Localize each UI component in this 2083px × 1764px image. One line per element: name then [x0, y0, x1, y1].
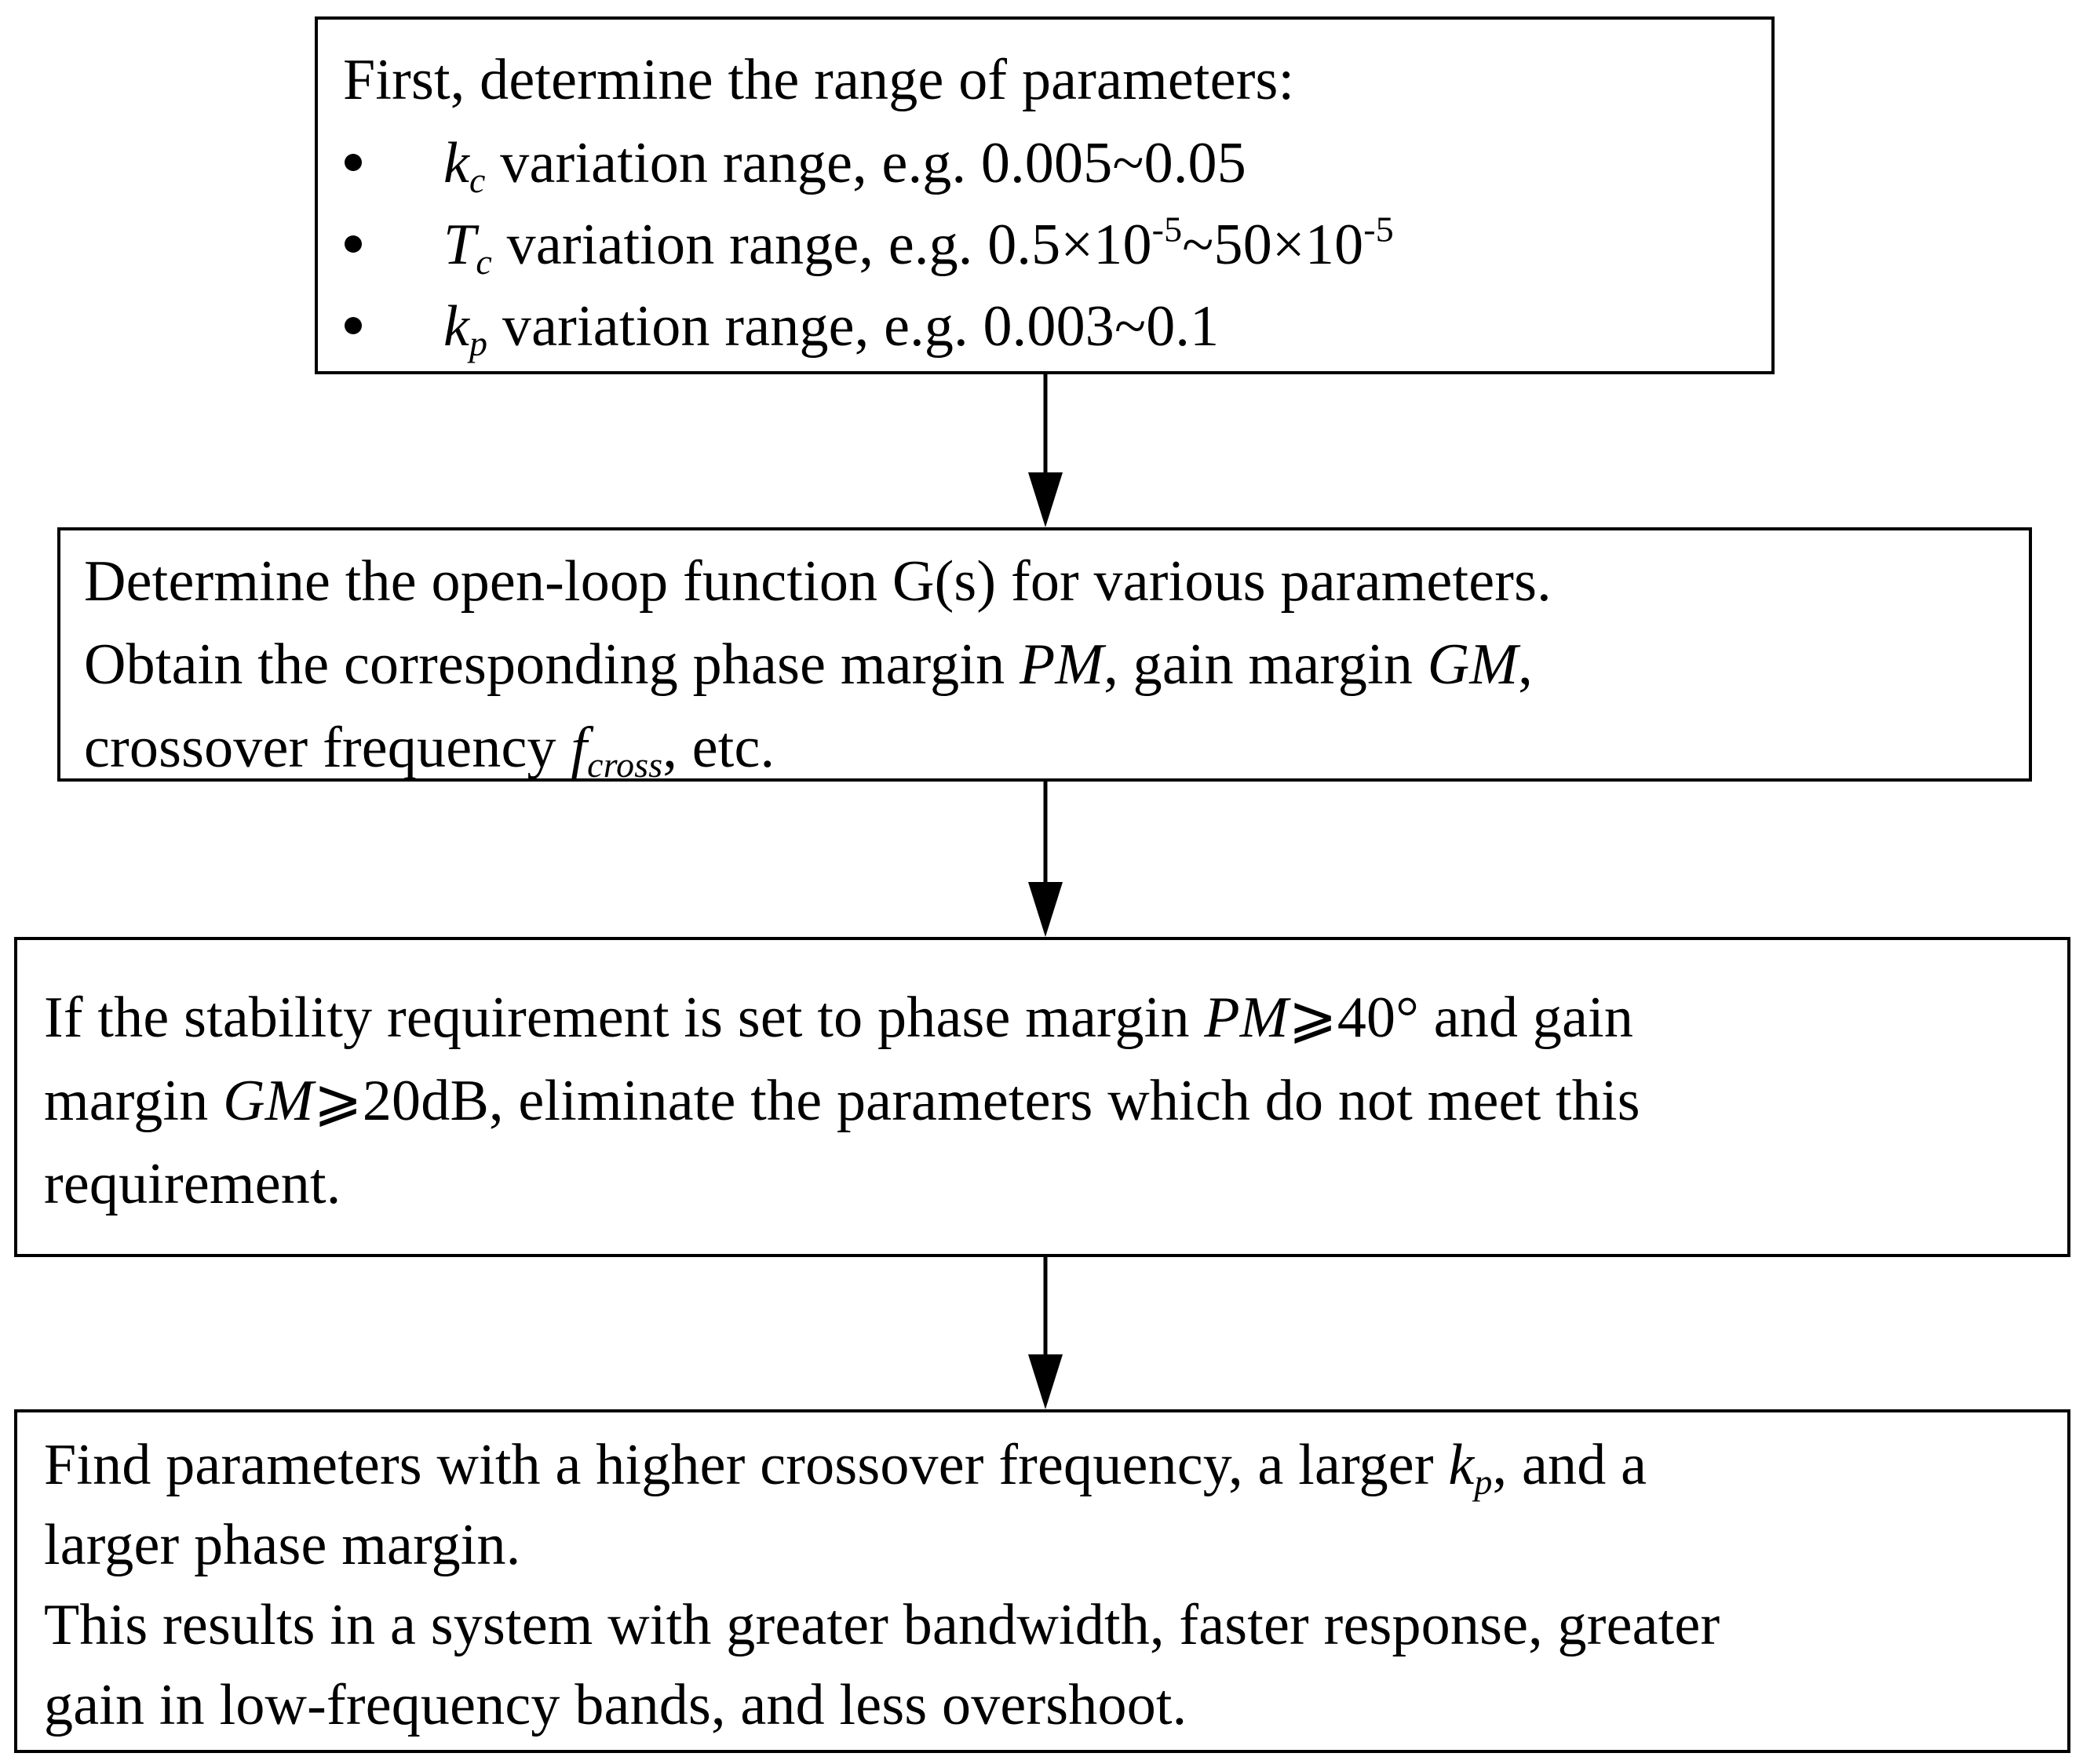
- step4-line-3: This results in a system with greater ba…: [44, 1593, 1720, 1657]
- step2-line-2: Obtain the corresponding phase margin PM…: [84, 632, 1533, 697]
- step-box-4: Find parameters with a higher crossover …: [14, 1409, 2070, 1753]
- step4-line-4: gain in low-frequency bands, and less ov…: [44, 1673, 1187, 1737]
- step-box-1: First, determine the range of parameters…: [315, 16, 1775, 374]
- step-box-2: Determine the open-loop function G(s) fo…: [57, 527, 2032, 782]
- bullet-icon: [345, 317, 362, 334]
- step3-line-3: requirement.: [44, 1152, 341, 1216]
- step2-line-3: crossover frequency fcross, etc.: [84, 716, 775, 785]
- arrow-3-to-4: [1028, 1257, 1063, 1409]
- arrow-2-to-3: [1028, 782, 1063, 937]
- step4-line-1: Find parameters with a higher crossover …: [44, 1433, 1647, 1502]
- step4-line-2: larger phase margin.: [44, 1513, 521, 1577]
- step2-line-1: Determine the open-loop function G(s) fo…: [84, 549, 1552, 614]
- step1-item-tc: Tc variation range, e.g. 0.5×10-5~50×10-…: [443, 209, 1394, 282]
- step1-heading: First, determine the range of parameters…: [343, 48, 1295, 112]
- step3-line-1: If the stability requirement is set to p…: [44, 986, 1634, 1050]
- arrow-1-to-2: [1028, 374, 1063, 527]
- bullet-icon: [345, 235, 362, 253]
- step3-line-2: margin GM⩾20dB, eliminate the parameters…: [44, 1069, 1640, 1133]
- step1-item-kc: kc variation range, e.g. 0.005~0.05: [443, 131, 1246, 200]
- step1-item-kp: kp variation range, e.g. 0.003~0.1: [443, 294, 1220, 363]
- bullet-icon: [345, 154, 362, 171]
- step-box-3: If the stability requirement is set to p…: [14, 937, 2070, 1257]
